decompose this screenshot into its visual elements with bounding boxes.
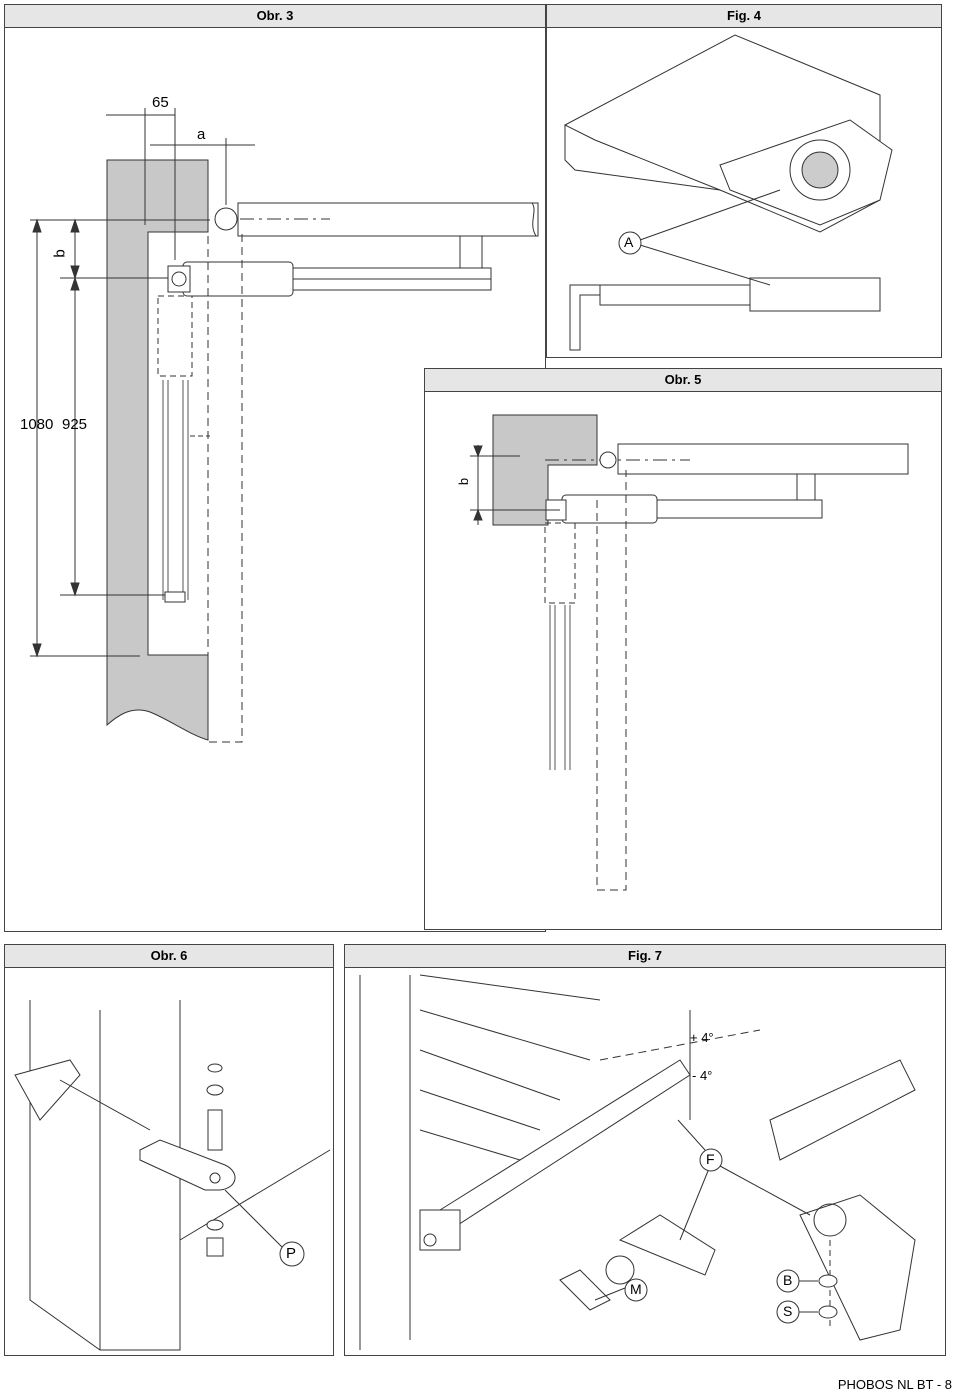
callout-b-label: B xyxy=(783,1272,793,1288)
callout-a-label: A xyxy=(624,234,634,250)
dim-b-label: b xyxy=(456,477,472,486)
panel-title: Obr. 5 xyxy=(425,369,941,392)
panel-title: Obr. 3 xyxy=(5,5,545,28)
panel-title: Obr. 6 xyxy=(5,945,333,968)
panel-obr-6: Obr. 6 xyxy=(4,944,334,1356)
panel-title: Fig. 4 xyxy=(547,5,941,28)
dim-1080-label: 1080 xyxy=(20,416,54,433)
dim-a-label: a xyxy=(197,126,206,143)
dim-925-label: 925 xyxy=(62,416,88,433)
dim-65-label: 65 xyxy=(152,94,169,111)
panel-title: Fig. 7 xyxy=(345,945,945,968)
angle-plus-label: + 4° xyxy=(690,1030,714,1045)
panel-obr-5: Obr. 5 xyxy=(424,368,942,930)
dim-b-label: b xyxy=(51,249,69,258)
callout-f-label: F xyxy=(706,1151,715,1167)
callout-p-label: P xyxy=(286,1245,297,1262)
callout-m-label: M xyxy=(630,1281,642,1297)
page-footer: PHOBOS NL BT - 8 xyxy=(837,1377,952,1392)
panel-fig-7: Fig. 7 xyxy=(344,944,946,1356)
panel-fig-4: Fig. 4 xyxy=(546,4,942,358)
angle-minus-label: - 4° xyxy=(692,1068,713,1083)
callout-s-label: S xyxy=(783,1303,793,1319)
